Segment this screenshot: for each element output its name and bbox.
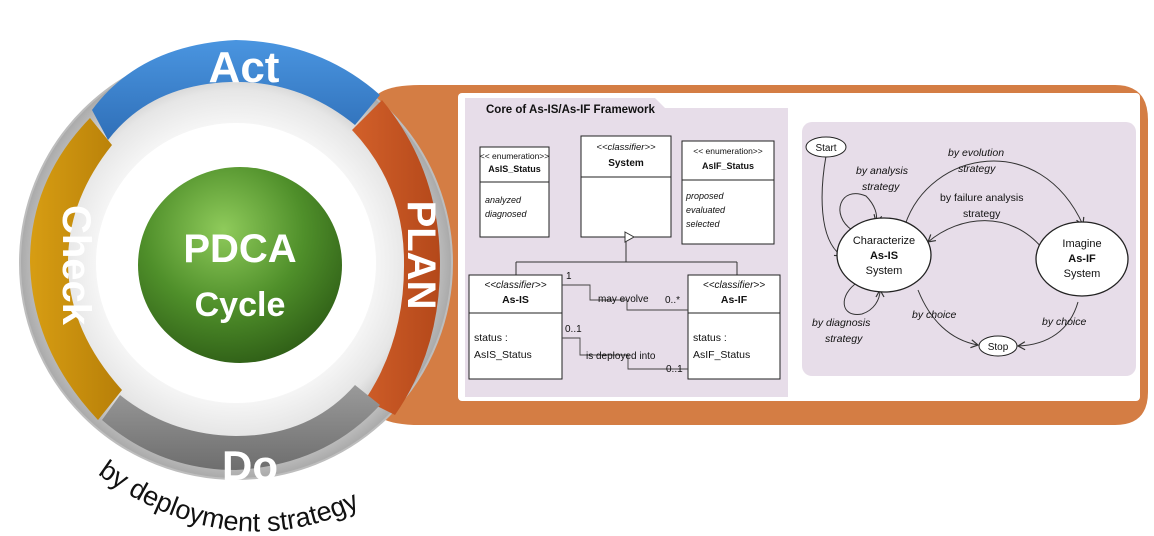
- asif-status-stereotype: << enumeration>>: [693, 146, 763, 156]
- label-by-evolution: strategy: [958, 163, 996, 175]
- system-stereotype: <<classifier>>: [596, 142, 656, 153]
- asif-status-value: proposed: [685, 191, 725, 201]
- act-segment: [92, 40, 380, 140]
- label-by-analysis: by analysis: [856, 165, 909, 177]
- class-diagram-panel: Core of As-IS/As-IF Framework << enumera…: [465, 98, 788, 397]
- do-segment: [102, 385, 380, 470]
- asis-state-line: System: [866, 265, 903, 277]
- asis-status-value: diagnosed: [485, 209, 528, 219]
- assoc-multiplicity: 0..1: [666, 364, 683, 375]
- label-by-evolution: by evolution: [948, 147, 1004, 159]
- asis-status-name: AsIS_Status: [488, 164, 541, 174]
- asis-attribute-type: AsIS_Status: [474, 349, 532, 361]
- plan-label: PLAN: [399, 201, 443, 310]
- asif-state: Imagine As-IF System: [1035, 221, 1129, 297]
- asis-state-line: As-IS: [870, 250, 898, 262]
- framework-title: Core of As-IS/As-IF Framework: [486, 104, 656, 116]
- edge-asis-to-stop: [917, 289, 980, 349]
- assoc-label: is deployed into: [586, 351, 656, 362]
- label-by-diagnosis: strategy: [825, 333, 863, 345]
- edge-asif-to-stop: [1016, 301, 1079, 351]
- state-machine-panel: Start Characterize As-IS System Imagine …: [802, 122, 1136, 376]
- label-by-choice: by choice: [912, 309, 957, 321]
- system-name: System: [608, 158, 644, 169]
- stop-node: Stop: [978, 335, 1018, 357]
- asif-class: <<classifier>> As-IF status : AsIF_Statu…: [687, 274, 781, 380]
- association-may-evolve: may evolve 1 0..*: [562, 271, 688, 311]
- edge-analysis-loop: [839, 193, 883, 231]
- asis-status-value: analyzed: [485, 195, 522, 205]
- asis-attribute: status :: [474, 332, 508, 344]
- asis-stereotype: <<classifier>>: [484, 280, 546, 291]
- center-title: PDCA: [183, 227, 296, 271]
- center-subtitle: Cycle: [195, 286, 286, 324]
- asis-name: As-IS: [502, 294, 529, 306]
- assoc-multiplicity: 1: [566, 271, 572, 282]
- start-node: Start: [805, 136, 847, 158]
- label-by-analysis: strategy: [862, 181, 900, 193]
- asis-class: <<classifier>> As-IS status : AsIS_Statu…: [468, 274, 563, 380]
- assoc-multiplicity: 0..1: [565, 324, 582, 335]
- asis-status-stereotype: << enumeration>>: [480, 151, 550, 161]
- asif-status-class: << enumeration>> AsIF_Status proposed ev…: [681, 140, 775, 245]
- edge-evolution: [904, 160, 1085, 227]
- label-by-choice: by choice: [1042, 316, 1087, 328]
- asis-state-line: Characterize: [853, 235, 915, 247]
- svg-text:Start: Start: [815, 143, 836, 154]
- svg-text:Stop: Stop: [988, 342, 1009, 353]
- asif-name: As-IF: [721, 294, 748, 306]
- check-label: Check: [54, 205, 98, 326]
- label-by-failure: by failure analysis: [940, 192, 1023, 204]
- assoc-multiplicity: 0..*: [665, 295, 680, 306]
- asif-state-line: System: [1064, 268, 1101, 280]
- system-class: <<classifier>> System: [580, 135, 672, 238]
- asif-state-line: Imagine: [1062, 238, 1101, 250]
- asis-status-class: << enumeration>> AsIS_Status analyzed di…: [479, 146, 550, 238]
- label-by-diagnosis: by diagnosis: [812, 317, 871, 329]
- asif-status-value: evaluated: [686, 205, 726, 215]
- asif-state-line: As-IF: [1068, 253, 1096, 265]
- act-label: Act: [209, 43, 280, 92]
- edge-failure-analysis: [927, 220, 1043, 249]
- label-by-failure: strategy: [963, 208, 1001, 220]
- association-deployed-into: is deployed into 0..1 0..1: [562, 324, 688, 375]
- generalization-edges: [515, 231, 738, 275]
- asif-status-value: selected: [686, 219, 721, 229]
- asif-attribute: status :: [693, 332, 727, 344]
- asif-attribute-type: AsIF_Status: [693, 349, 750, 361]
- edge-diagnosis-loop: [843, 281, 885, 315]
- asif-stereotype: <<classifier>>: [703, 280, 765, 291]
- do-label: Do: [222, 442, 278, 489]
- check-segment: [30, 118, 122, 420]
- center-sphere: [138, 167, 342, 363]
- assoc-label: may evolve: [598, 294, 649, 305]
- asif-status-name: AsIF_Status: [702, 161, 754, 171]
- pdca-ring: PDCA Cycle Act Do PLAN Check: [19, 40, 453, 489]
- asis-state: Characterize As-IS System: [836, 217, 932, 293]
- plan-segment: [352, 100, 440, 415]
- edge-start-to-asis: [821, 155, 844, 257]
